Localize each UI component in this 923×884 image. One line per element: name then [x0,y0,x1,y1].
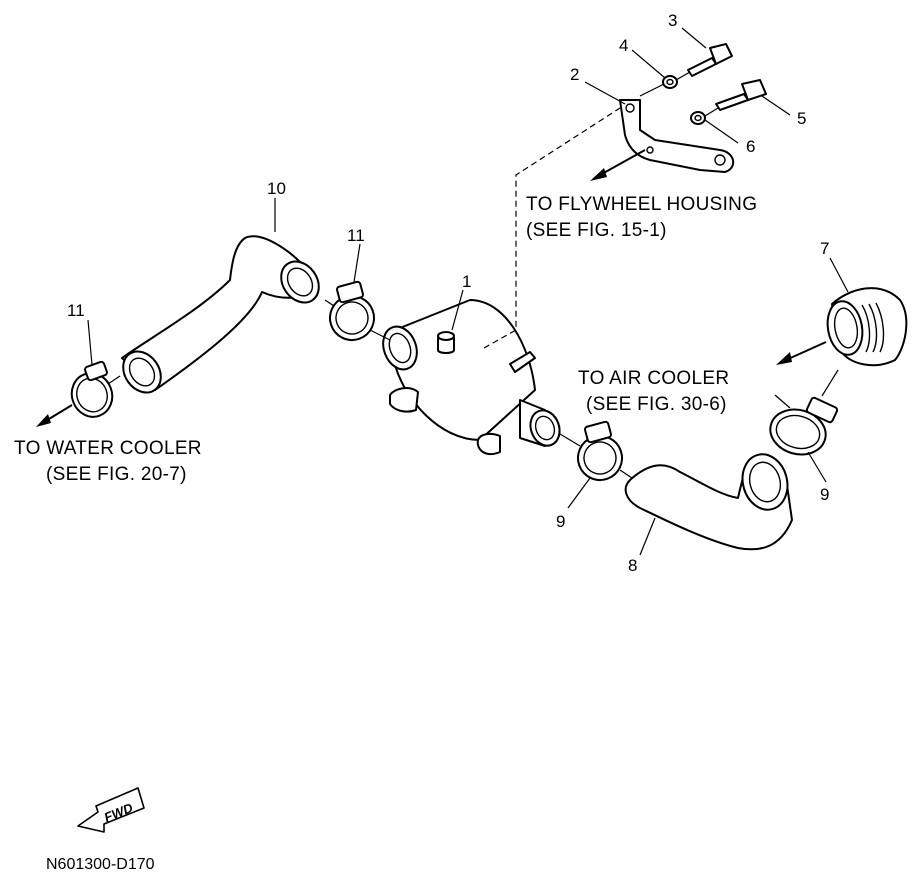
washer-6 [690,111,706,125]
assembly-lines [107,71,839,479]
callout-8: 8 [628,556,637,575]
hose-10 [121,235,320,394]
callout-9-right: 9 [820,485,829,504]
callout-7: 7 [820,239,829,258]
note-water-line2: (SEE FIG. 20-7) [46,464,187,485]
bolt-3 [687,43,733,77]
callout-3: 3 [668,11,677,30]
callout-1: 1 [462,272,471,291]
arrow-water-cooler [36,404,73,427]
note-air-line1: TO AIR COOLER [578,368,729,389]
callout-2: 2 [570,65,579,84]
callout-5: 5 [797,109,806,128]
callout-9-center: 9 [556,512,565,531]
callout-4: 4 [619,36,628,55]
arrow-air-cooler [776,341,827,365]
housing-1 [382,299,561,456]
clamp-11-center [329,280,375,341]
hose-8 [624,453,793,551]
callout-11-center: 11 [347,226,365,245]
drawing-code: N601300-D170 [46,856,155,873]
callout-6: 6 [746,137,755,156]
callout-numbers: 1 2 3 4 5 6 7 8 9 9 10 11 11 [67,11,829,575]
bracket-2 [619,99,735,173]
callout-11-left: 11 [67,301,85,320]
bolt-5 [715,79,767,111]
cap-7 [826,287,908,367]
arrow-flywheel [590,149,646,181]
notes: TO FLYWHEEL HOUSING (SEE FIG. 15-1) TO A… [14,194,757,485]
note-flywheel-line1: TO FLYWHEEL HOUSING [526,194,757,215]
note-water-line1: TO WATER COOLER [14,438,202,459]
fwd-arrow: FWD [77,787,145,833]
note-air-line2: (SEE FIG. 30-6) [586,394,727,415]
clamp-11-left [70,360,114,418]
callout-10: 10 [267,179,286,198]
clamp-9-center [577,420,623,481]
clamp-9-right [769,396,839,456]
callout-leaders [87,27,849,556]
washer-4 [662,75,678,89]
note-flywheel-line2: (SEE FIG. 15-1) [526,220,667,241]
